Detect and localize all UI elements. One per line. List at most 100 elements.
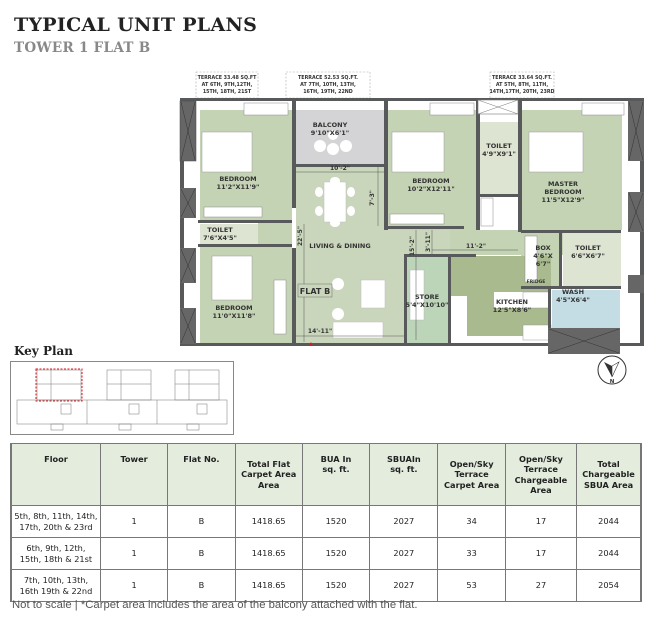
cell-total: 2044 — [576, 505, 642, 538]
flat-label: FLAT B — [300, 287, 330, 296]
key-plan-title: Key Plan — [14, 344, 74, 358]
windows — [179, 99, 644, 354]
kitchen-size: 12'5"X8'6" — [493, 306, 531, 314]
table-row: 5th, 8th, 11th, 14th,17th, 20th & 23rd 1… — [10, 505, 642, 538]
cell-terrace-carpet: 33 — [437, 537, 506, 570]
header-floor: Floor — [10, 443, 101, 506]
page-title: TYPICAL UNIT PLANS — [14, 14, 258, 36]
cell-tower: 1 — [99, 569, 169, 602]
terrace-callouts: TERRACE 33.48 SQ.FT AT 6TH, 9TH,12TH, 15… — [195, 71, 555, 99]
cell-flat: B — [167, 505, 236, 538]
box-size-2: 6'7" — [536, 260, 550, 268]
dimension-lines — [296, 166, 518, 342]
toilet-middle-label: TOILET — [486, 142, 512, 150]
cell-total: 2044 — [576, 537, 642, 570]
dimension-15-2: 15'-2" — [409, 236, 416, 256]
bedroom-middle-label: BEDROOM — [412, 177, 449, 185]
cell-bua: 1520 — [301, 537, 371, 570]
living-furniture — [332, 269, 425, 339]
dimension-11-2: 11'-2" — [466, 243, 486, 250]
toilet-right-size: 6'6"X6'7" — [571, 252, 605, 260]
terrace-1-line1: TERRACE 33.48 SQ.FT — [198, 75, 258, 81]
dimension-22-5: 22'-5" — [297, 226, 304, 246]
cell-bua: 1520 — [301, 569, 371, 602]
dining-table — [314, 130, 355, 227]
cell-sbua: 2027 — [369, 505, 439, 538]
bedroom-top-left-label: BEDROOM — [219, 175, 256, 183]
compass-label: N — [610, 379, 615, 385]
terrace-2-line2: AT 7TH, 10TH, 13TH, — [300, 82, 356, 88]
bedroom-middle-size: 10'2"X12'11" — [407, 185, 454, 193]
header-tower: Tower — [99, 443, 169, 506]
balcony-area — [296, 110, 384, 166]
box-label: BOX — [535, 244, 550, 252]
cell-tower: 1 — [99, 505, 169, 538]
cell-tower: 1 — [99, 537, 169, 570]
table-row: 6th, 9th, 12th,15th, 18th & 21st 1 B 141… — [10, 537, 642, 570]
cell-bua: 1520 — [301, 505, 371, 538]
cell-sbua: 2027 — [369, 537, 439, 570]
cell-terrace-carpet: 34 — [437, 505, 506, 538]
cell-flat: B — [167, 537, 236, 570]
terrace-2-line3: 16TH, 19TH, 22ND — [303, 89, 353, 95]
header-flat-no: Flat No. — [167, 443, 236, 506]
cell-carpet: 1418.65 — [234, 569, 303, 602]
north-compass: N — [597, 355, 627, 385]
floor-plan: TERRACE 33.48 SQ.FT AT 6TH, 9TH,12TH, 15… — [178, 70, 648, 355]
entry-marker-icon — [309, 342, 313, 346]
cell-floor: 5th, 8th, 11th, 14th,17th, 20th & 23rd — [10, 505, 101, 538]
living-dining-label: LIVING & DINING — [309, 242, 370, 250]
dimension-14-11: 14'-11" — [308, 328, 332, 335]
terrace-3-line2: AT 5TH, 8TH, 11TH, — [496, 82, 548, 88]
beds — [201, 131, 584, 301]
kitchen-label: KITCHEN — [496, 298, 528, 306]
cell-total: 2054 — [576, 569, 642, 602]
balcony-size: 9'10"X6'1" — [311, 129, 349, 137]
cell-sbua: 2027 — [369, 569, 439, 602]
cell-carpet: 1418.65 — [234, 505, 303, 538]
bedroom-bottom-left-size: 11'0"X11'8" — [213, 312, 256, 320]
cell-carpet: 1418.65 — [234, 537, 303, 570]
footnote: Not to scale | *Carpet area includes the… — [12, 599, 418, 611]
key-plan-highlight — [35, 368, 83, 402]
north-arrow-icon — [604, 362, 612, 377]
toilet-left-area — [200, 224, 258, 244]
wardrobes — [203, 102, 625, 335]
table-row: 7th, 10th, 13th,16th 19th & 22nd 1 B 141… — [10, 569, 642, 602]
master-bedroom-size: 11'5"X12'9" — [542, 196, 585, 204]
key-plan — [10, 361, 234, 435]
toilet-middle-size: 4'9"X9'1" — [482, 150, 516, 158]
wash-size: 4'5"X6'4" — [556, 296, 590, 304]
dimension-7-3: 7'-3" — [369, 190, 376, 206]
toilet-right-label: TOILET — [575, 244, 601, 252]
terrace-3-line3: 14TH,17TH, 20TH, 23RD — [489, 89, 554, 95]
bedroom-top-left-size: 11'2"X11'9" — [217, 183, 260, 191]
dimension-10-2: 10'-2" — [330, 165, 350, 172]
terrace-1-line3: 15TH, 18TH, 21ST — [203, 89, 252, 95]
cell-floor: 6th, 9th, 12th,15th, 18th & 21st — [10, 537, 101, 570]
toilet-middle-area — [480, 122, 518, 196]
terrace-1-line2: AT 6TH, 9TH,12TH, — [202, 82, 253, 88]
cell-terrace-chargeable: 17 — [504, 505, 578, 538]
store-size: 5'4"X10'10" — [406, 301, 449, 309]
store-label: STORE — [415, 293, 439, 301]
toilet-right-area — [563, 232, 621, 288]
master-bedroom-label-2: BEDROOM — [544, 188, 581, 196]
bedroom-bottom-left-label: BEDROOM — [215, 304, 252, 312]
dimension-3-11: 3'-11" — [425, 232, 432, 252]
cell-terrace-carpet: 53 — [437, 569, 506, 602]
toilet-left-label: TOILET — [207, 226, 233, 234]
master-bedroom-label-1: MASTER — [548, 180, 578, 188]
terrace-2-line1: TERRACE 52.53 SQ.FT. — [298, 75, 358, 81]
toilet-left-size: 7'6"X4'5" — [203, 234, 237, 242]
terrace-3-line1: TERRACE 33.64 SQ.FT. — [492, 75, 552, 81]
cell-flat: B — [167, 569, 236, 602]
balcony-label: BALCONY — [313, 121, 348, 129]
